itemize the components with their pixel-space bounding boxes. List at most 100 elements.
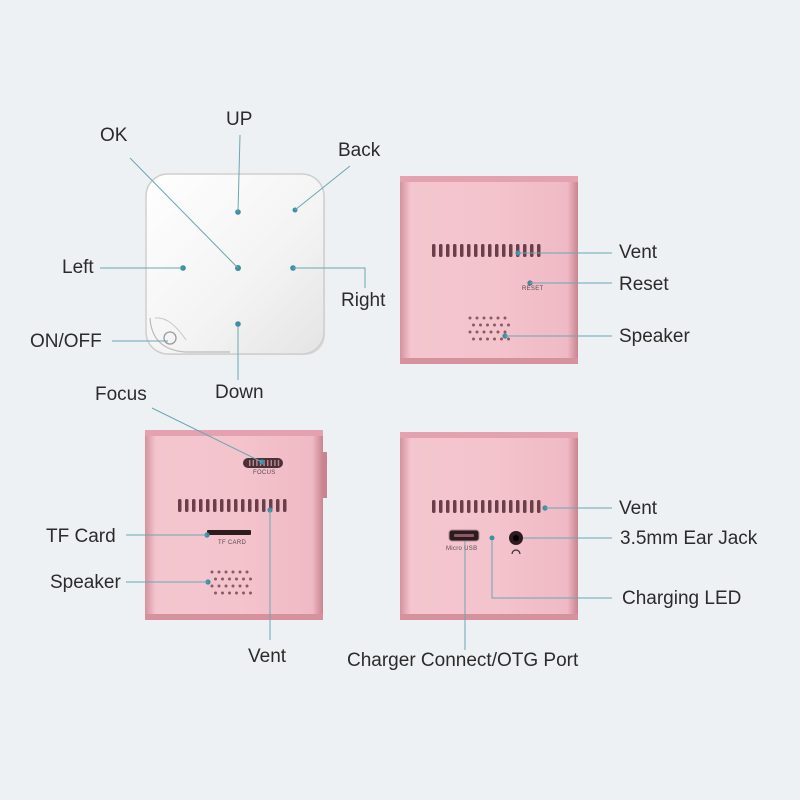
- back-view-body: [400, 176, 578, 364]
- ok-leader: [129, 157, 239, 269]
- speaker-hole: [507, 323, 510, 327]
- charger-port-label: Charger Connect/OTG Port: [347, 650, 579, 671]
- vent-slot: [467, 500, 471, 513]
- speaker-hole: [482, 330, 486, 334]
- speaker-hole: [224, 584, 228, 588]
- ear-jack-label: 3.5mm Ear Jack: [620, 528, 758, 549]
- led-leader: [491, 541, 612, 599]
- speaker-hole: [503, 330, 507, 334]
- speaker-hole: [486, 337, 489, 341]
- vent-slot: [453, 244, 457, 257]
- speaker-hole: [214, 577, 217, 581]
- vent-slot: [446, 500, 450, 513]
- speaker-hole: [486, 323, 489, 327]
- vent-slot: [467, 244, 471, 257]
- speaker-hole: [221, 577, 224, 581]
- vent-slot: [185, 499, 189, 512]
- top-right-leaders: [505, 252, 612, 337]
- bottom-left-leaders: [126, 407, 271, 640]
- on-off-label: ON/OFF: [30, 331, 102, 352]
- port-view-body: [400, 432, 578, 620]
- charging-led: [489, 535, 495, 541]
- speaker-hole: [242, 577, 245, 581]
- speaker-hole: [217, 584, 221, 588]
- speaker-hole: [228, 577, 231, 581]
- focus-ridge: [249, 460, 251, 466]
- headphone-icon: [511, 549, 521, 555]
- reset-label: Reset: [619, 274, 669, 295]
- vent-slot: [523, 244, 527, 257]
- right-label: Right: [341, 290, 386, 311]
- speaker-hole: [496, 316, 500, 320]
- vent-slot: [446, 244, 450, 257]
- vent-slot: [530, 244, 534, 257]
- speaker-hole: [245, 584, 249, 588]
- vent-slot: [192, 499, 196, 512]
- tf-card-slot: [207, 530, 251, 535]
- focus-print: FOCUS: [253, 470, 276, 476]
- speaker-hole: [500, 337, 503, 341]
- up-leader: [237, 134, 241, 213]
- speaker-hole: [242, 591, 245, 595]
- speaker-hole: [493, 323, 496, 327]
- focus-ridge: [277, 460, 280, 466]
- vent-slot: [460, 244, 464, 257]
- vent-slot: [206, 499, 210, 512]
- speaker-hole: [479, 323, 482, 327]
- vent-slot: [453, 500, 457, 513]
- focus-ridge: [270, 460, 272, 466]
- vent-slot: [523, 500, 527, 513]
- speaker-hole: [479, 337, 482, 341]
- focus-ridge: [267, 460, 269, 466]
- vent-slot: [481, 244, 485, 257]
- vent-slot: [488, 244, 492, 257]
- vent-slot: [502, 244, 506, 257]
- vent-slot: [474, 500, 478, 513]
- power-icon: [163, 331, 177, 345]
- down-label: Down: [215, 382, 264, 403]
- tf-card-label: TF Card: [46, 526, 116, 547]
- vent-slot: [248, 499, 252, 512]
- focus-ridge: [256, 460, 258, 466]
- vent-slot: [495, 244, 499, 257]
- vent-slot: [213, 499, 217, 512]
- speaker-hole: [238, 584, 242, 588]
- speaker-hole: [238, 570, 242, 574]
- vent-slot: [432, 500, 436, 513]
- speaker-hole: [210, 584, 214, 588]
- back-view-device: [400, 176, 578, 364]
- focus-leader: [151, 407, 263, 463]
- reset-print: RESET: [522, 286, 544, 292]
- side-view-body: [145, 430, 323, 620]
- speaker-hole: [472, 323, 475, 327]
- back-leader: [294, 165, 351, 211]
- speaker-hole: [500, 323, 503, 327]
- speaker-hole: [482, 316, 486, 320]
- speaker-hole: [245, 570, 249, 574]
- speaker-hole: [249, 591, 252, 595]
- vent-slot: [439, 244, 443, 257]
- vent-slot: [530, 500, 534, 513]
- vent-slot: [516, 500, 520, 513]
- vent-slot: [227, 499, 231, 512]
- vent-slot: [234, 499, 238, 512]
- speaker-hole: [475, 330, 479, 334]
- vent-slot: [509, 500, 513, 513]
- speaker-hole: [235, 577, 238, 581]
- focus-ridge: [274, 460, 276, 466]
- speaker-hole: [468, 316, 472, 320]
- speaker-hole: [503, 316, 507, 320]
- vent-slot: [178, 499, 182, 512]
- speaker-hole: [489, 330, 493, 334]
- vent-slot: [460, 500, 464, 513]
- speaker-hole: [224, 570, 228, 574]
- back-label: Back: [338, 140, 381, 161]
- focus-ridge: [252, 460, 254, 466]
- speaker-hole: [217, 570, 221, 574]
- speaker-hole: [214, 591, 217, 595]
- focus-label: Focus: [95, 384, 147, 405]
- vent-slot: [537, 244, 541, 257]
- speaker-hole: [231, 570, 235, 574]
- vent-slot: [220, 499, 224, 512]
